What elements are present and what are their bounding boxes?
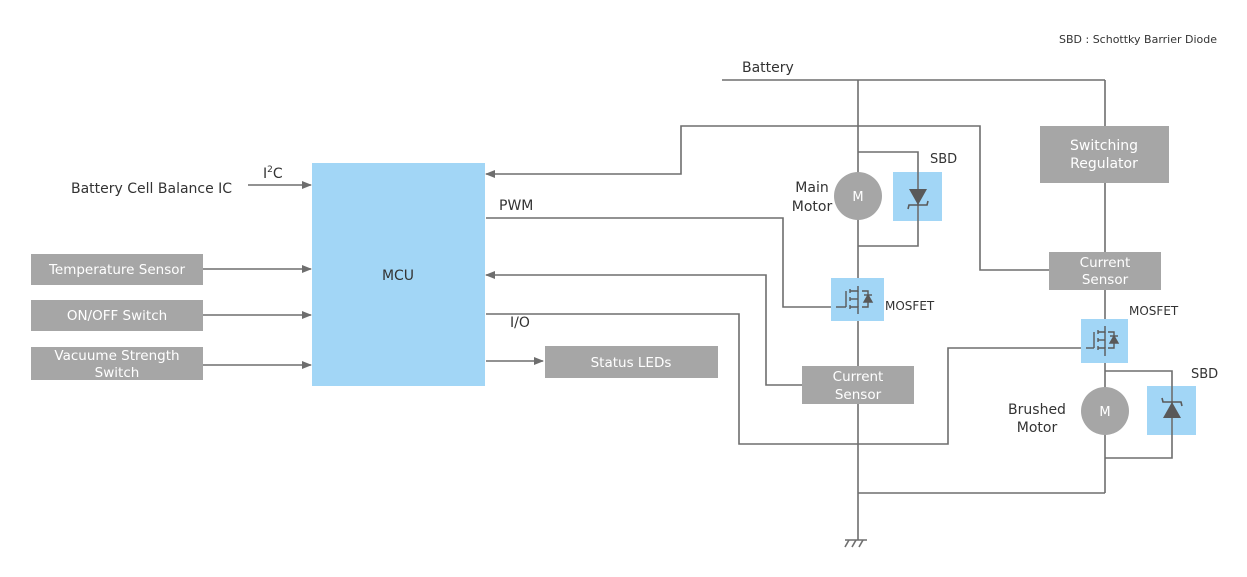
brushed-sbd-label: SBD	[1191, 367, 1218, 382]
main-mosfet-label: MOSFET	[885, 299, 935, 313]
main-current-sensor-label-2: Sensor	[835, 387, 882, 403]
pwm-label: PWM	[499, 198, 533, 214]
brushed-mosfet-icon	[1086, 326, 1120, 356]
vacuum-strength-label-2: Switch	[95, 365, 140, 381]
battery-cell-balance-ic-label: Battery Cell Balance IC	[71, 181, 232, 197]
io-wire	[486, 313, 1086, 445]
ground-hatch-1	[844, 539, 850, 548]
main-sbd-label: SBD	[930, 152, 957, 167]
vacuum-strength-switch-block	[31, 347, 203, 380]
main-motor-label-1: Main	[795, 180, 828, 196]
switching-regulator-block	[1040, 126, 1169, 183]
vacuum-strength-label-1: Vacuume Strength	[54, 348, 179, 364]
brushed-mosfet-label: MOSFET	[1129, 304, 1179, 318]
brushed-motor-label-2: Motor	[1017, 420, 1058, 436]
wires	[203, 79, 1173, 548]
main-motor-symbol	[834, 172, 882, 220]
main-motor-m: M	[852, 190, 863, 205]
brushed-motor-label-1: Brushed	[1008, 402, 1066, 418]
regulator-current-sensor-label-1: Current	[1080, 255, 1131, 271]
brushed-motor-m: M	[1099, 405, 1110, 420]
regulator-current-sensor-label-2: Sensor	[1082, 272, 1129, 288]
temperature-sensor-block	[31, 254, 203, 285]
main-sensor-feedback-wire	[485, 271, 803, 386]
main-motor-label-2: Motor	[792, 199, 833, 215]
ground-hatch-3	[858, 539, 864, 548]
pwm-wire	[486, 217, 836, 308]
mcu-block	[312, 163, 485, 386]
onoff-switch-label: ON/OFF Switch	[67, 308, 167, 324]
regulator-sensor-feedback-wire	[485, 125, 1049, 271]
sbd-legend-note: SBD : Schottky Barrier Diode	[1059, 33, 1217, 46]
main-current-sensor-label-1: Current	[833, 369, 884, 385]
onoff-switch-block	[31, 300, 203, 331]
brushed-motor-symbol	[1081, 387, 1129, 435]
main-current-sensor-block	[802, 366, 914, 404]
switching-regulator-label-1: Switching	[1070, 138, 1138, 154]
status-leds-label: Status LEDs	[591, 355, 672, 371]
brushed-sbd-icon	[1161, 386, 1183, 435]
switching-regulator-label-2: Regulator	[1070, 156, 1138, 172]
battery-label: Battery	[742, 60, 794, 76]
main-mosfet-icon	[836, 286, 874, 314]
i2c-label: I2C	[263, 165, 283, 182]
status-leds-block	[545, 346, 718, 378]
temperature-sensor-label: Temperature Sensor	[48, 262, 186, 278]
regulator-current-sensor-block	[1049, 252, 1161, 290]
io-label: I/O	[510, 315, 530, 331]
main-sbd-icon	[907, 172, 929, 221]
ground-hatch-2	[851, 539, 857, 548]
mcu-label: MCU	[382, 268, 414, 284]
